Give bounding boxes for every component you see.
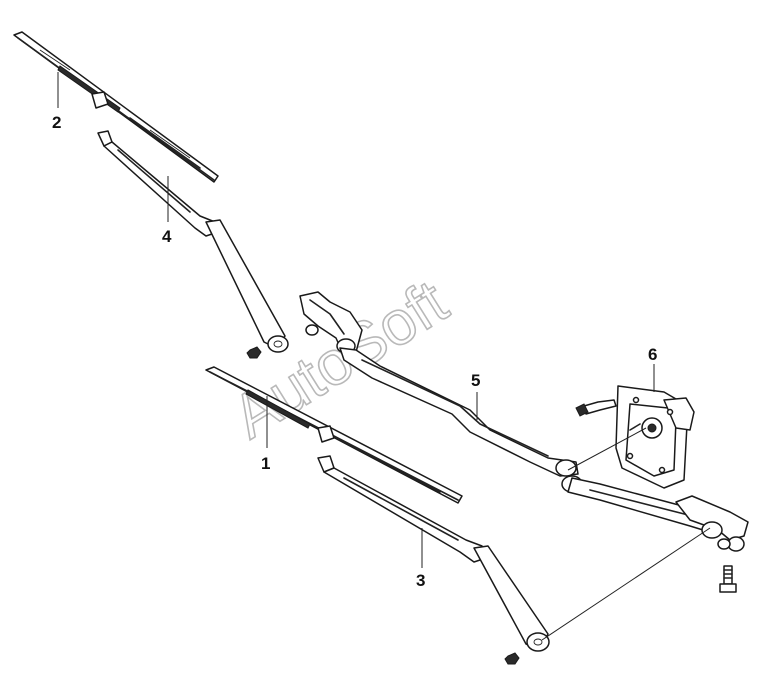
callout-6: 6 (648, 345, 657, 364)
upper-wiper-arm (97, 130, 289, 353)
callout-2: 2 (52, 113, 61, 132)
leader-lines (57, 72, 711, 641)
motor-mounting-screw (575, 399, 617, 417)
callout-3: 3 (416, 571, 425, 590)
lower-wiper-arm (317, 455, 550, 652)
wiper-motor (615, 385, 695, 489)
upper-wiper-blade (13, 31, 219, 183)
callouts: 1 2 3 4 5 6 (52, 113, 657, 590)
upper-arm-nut (246, 346, 262, 359)
callout-5: 5 (471, 371, 480, 390)
callout-1: 1 (261, 454, 270, 473)
lower-pivot-bracket (675, 495, 749, 552)
linkage-rod (339, 347, 721, 535)
callout-4: 4 (162, 227, 172, 246)
lower-wiper-blade (205, 366, 463, 504)
lower-arm-nut (504, 652, 520, 665)
lower-bracket-bolt (719, 565, 737, 593)
